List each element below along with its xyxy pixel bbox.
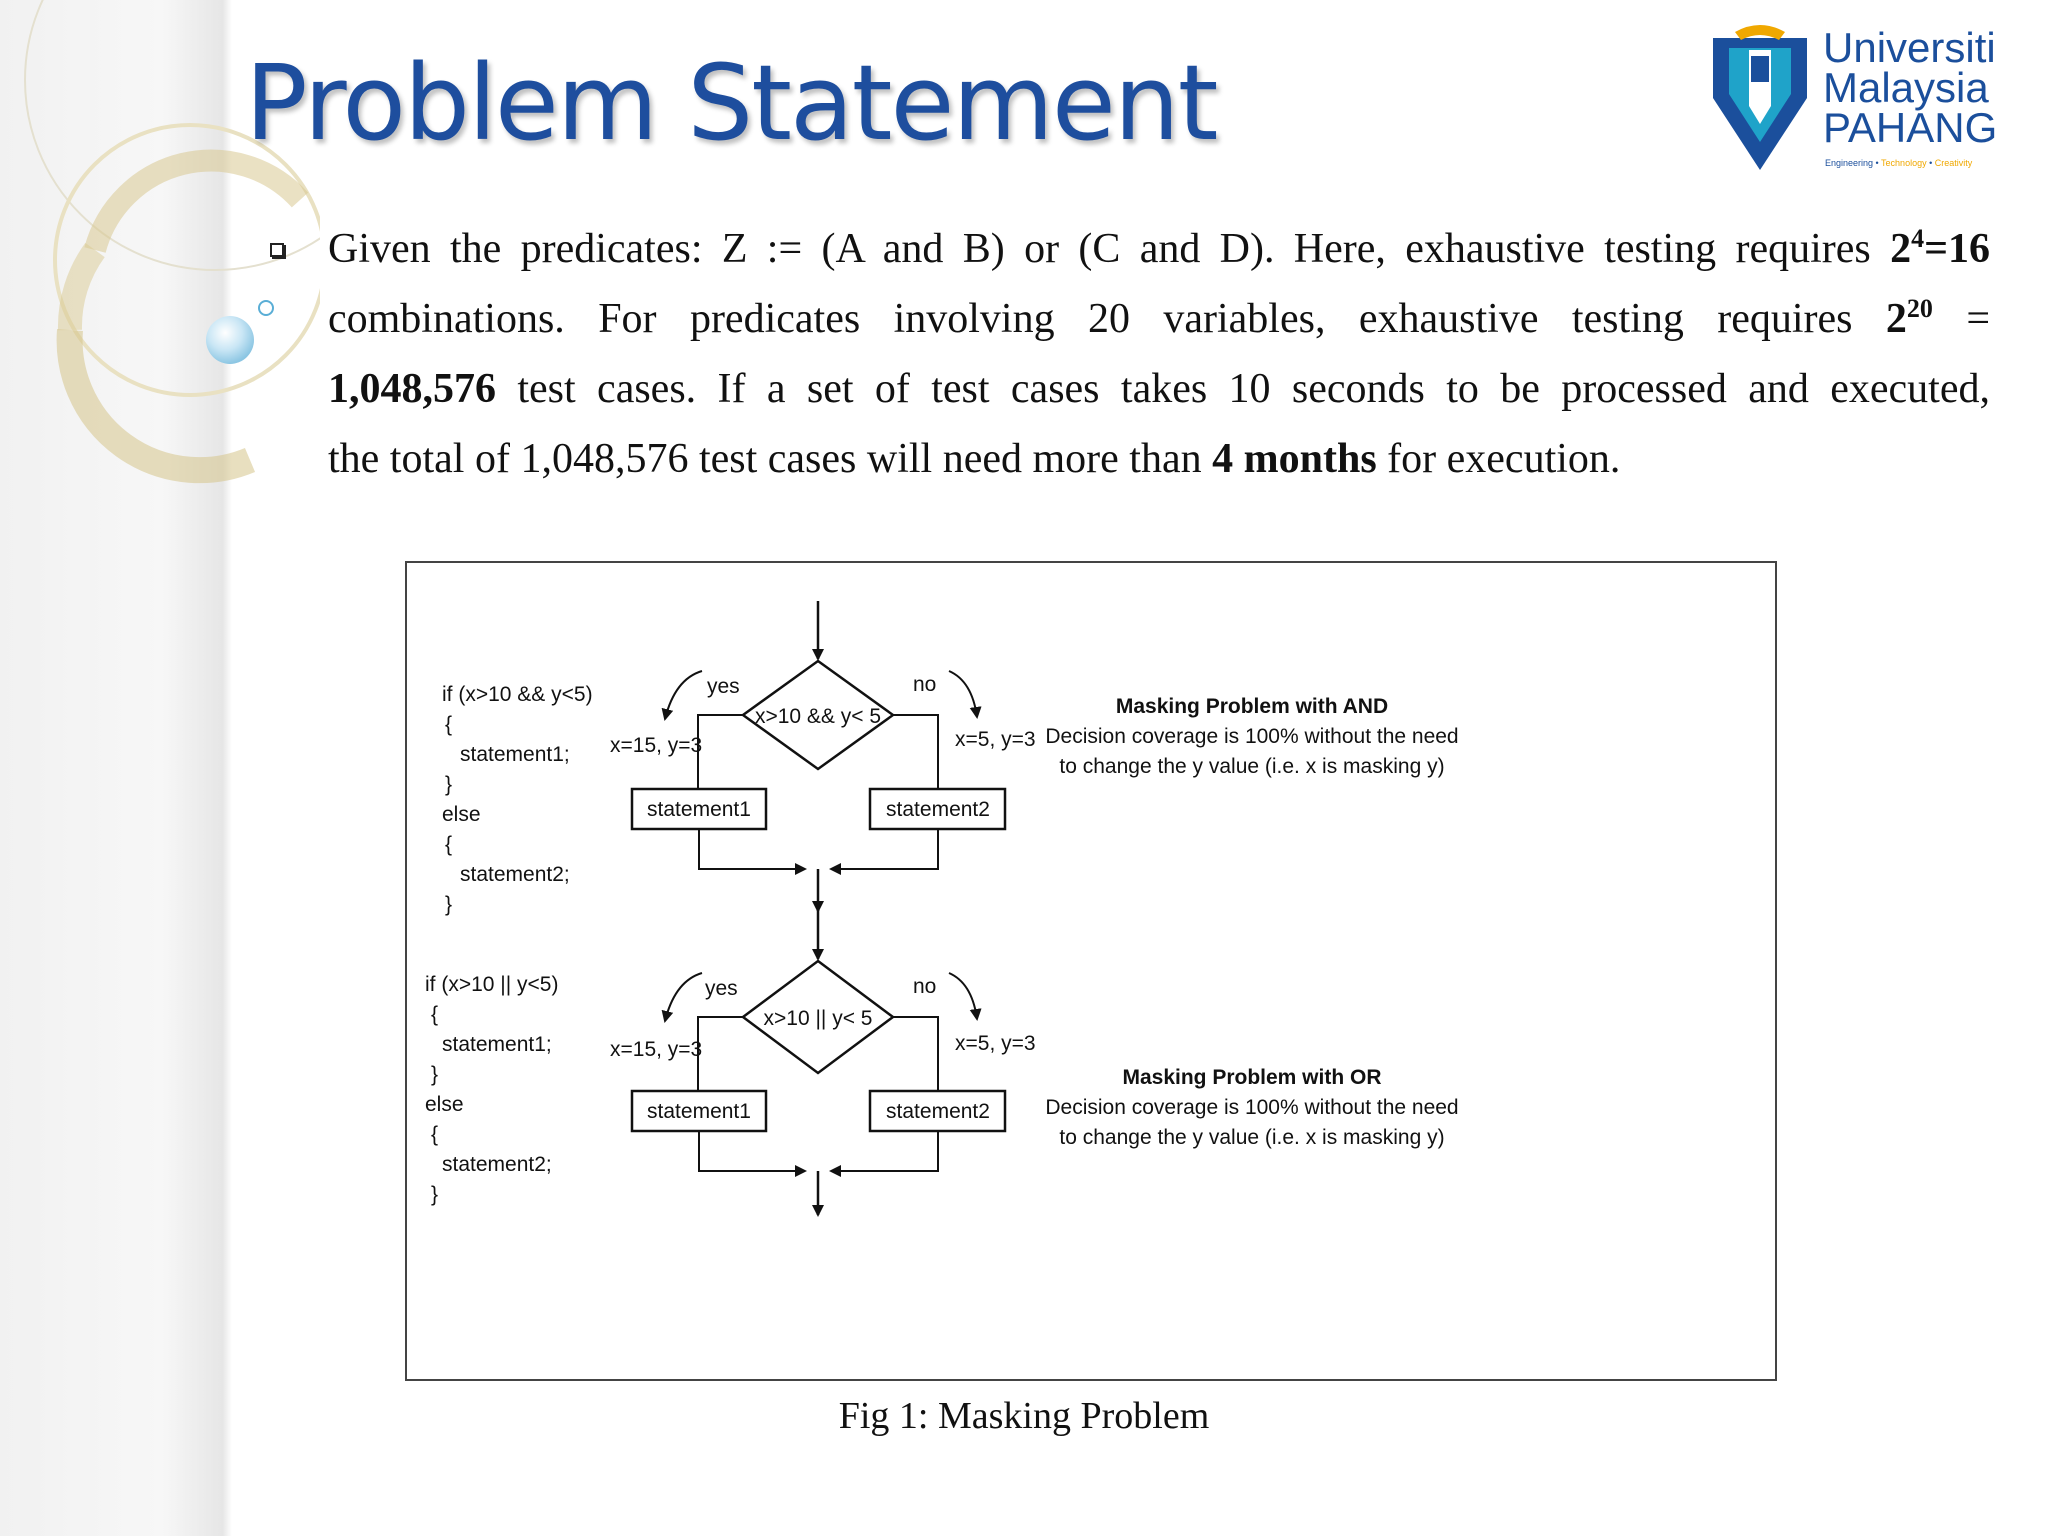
or-decision-label: x>10 || y< 5 xyxy=(764,1007,873,1030)
or-statement1-box xyxy=(630,1089,768,1133)
and-flowchart: if (x>10 && y<5) { statement1; } else { … xyxy=(442,601,1459,916)
and-note-title: Masking Problem with AND xyxy=(1116,695,1388,718)
and-code-snippet: if (x>10 && y<5) { statement1; } else { … xyxy=(442,683,593,916)
and-code-line: { xyxy=(445,833,452,856)
or-statement1-label: statement1 xyxy=(647,1100,751,1123)
or-note-line-1: Decision coverage is 100% without the ne… xyxy=(1045,1096,1458,1119)
left-decor-bar xyxy=(0,0,232,1536)
bubble-large xyxy=(206,316,254,364)
problem-statement-text: Given the predicates: Z := (A and B) or … xyxy=(328,214,1990,494)
or-code-line: if (x>10 || y<5) xyxy=(425,973,558,996)
and-note-line-2: to change the y value (i.e. x is masking… xyxy=(1059,755,1444,778)
tagline-word-3: Creativity xyxy=(1934,158,1973,168)
and-statement1-label: statement1 xyxy=(647,798,751,821)
or-no-label: no xyxy=(913,975,936,998)
logo-tagline: Engineering • Technology • Creativity xyxy=(1825,158,1973,168)
or-code-line: } xyxy=(431,1183,438,1206)
decorative-rings xyxy=(24,0,320,484)
exhaustive-count-large: 220 xyxy=(1885,294,1933,343)
or-code-line: else xyxy=(425,1093,464,1116)
and-no-label: no xyxy=(913,673,936,696)
or-code-line: statement1; xyxy=(442,1033,552,1056)
and-code-line: else xyxy=(442,803,481,826)
or-true-values: x=15, y=3 xyxy=(610,1038,702,1061)
or-decision-diamond xyxy=(740,959,896,1075)
tagline-word-1: Engineering xyxy=(1825,158,1874,168)
or-statement2-label: statement2 xyxy=(886,1100,990,1123)
and-statement2-label: statement2 xyxy=(886,798,990,821)
logo-line-3: PAHANG xyxy=(1823,104,1998,151)
or-code-line: statement2; xyxy=(442,1153,552,1176)
or-code-line: { xyxy=(431,1003,438,1026)
shield-icon xyxy=(1713,25,1807,170)
tagline-word-2: Technology xyxy=(1881,158,1927,168)
logo-wordmark: Universiti Malaysia PAHANG xyxy=(1823,24,1998,151)
and-yes-label: yes xyxy=(707,675,740,698)
university-logo: Universiti Malaysia PAHANG Engineering •… xyxy=(1705,20,2025,180)
or-yes-label: yes xyxy=(705,977,738,1000)
and-false-values: x=5, y=3 xyxy=(955,728,1036,751)
text-line-2: combinations. For predicates involving 2… xyxy=(328,294,1991,343)
or-false-values: x=5, y=3 xyxy=(955,1032,1036,1055)
logo-line-2: Malaysia xyxy=(1823,64,1989,111)
and-statement1-box xyxy=(630,787,768,831)
text-line-4: the total of 1,048,576 test cases will n… xyxy=(328,436,1621,482)
or-code-line: { xyxy=(431,1123,438,1146)
and-decision-label: x>10 && y< 5 xyxy=(755,705,881,728)
bullet-square-icon xyxy=(270,243,284,257)
or-note-line-2: to change the y value (i.e. x is masking… xyxy=(1059,1126,1444,1149)
and-code-line: } xyxy=(445,773,452,796)
bubble-small xyxy=(258,300,274,316)
and-code-line: statement2; xyxy=(460,863,570,886)
and-code-line: { xyxy=(445,713,452,736)
logo-line-1: Universiti xyxy=(1823,24,1996,71)
and-true-values: x=15, y=3 xyxy=(610,734,702,757)
or-code-snippet: if (x>10 || y<5) { statement1; } else { … xyxy=(425,973,558,1206)
and-note-line-1: Decision coverage is 100% without the ne… xyxy=(1045,725,1458,748)
or-flowchart: if (x>10 || y<5) { statement1; } else { … xyxy=(425,901,1459,1217)
and-code-line: if (x>10 && y<5) xyxy=(442,683,593,706)
text-line-1: Given the predicates: Z := (A and B) or … xyxy=(328,224,1990,273)
and-code-line: } xyxy=(445,893,452,916)
duration-highlight: 4 months xyxy=(1212,436,1377,482)
or-note-title: Masking Problem with OR xyxy=(1122,1066,1381,1089)
test-case-count: 1,048,576 xyxy=(328,366,496,412)
and-code-line: statement1; xyxy=(460,743,570,766)
masking-problem-figure: if (x>10 && y<5) { statement1; } else { … xyxy=(405,561,1777,1381)
slide-title: Problem Statement xyxy=(245,42,1219,164)
or-statement2-box xyxy=(868,1089,1007,1133)
and-decision-diamond xyxy=(740,659,896,771)
or-code-line: } xyxy=(431,1063,438,1086)
text-line-3: 1,048,576 test cases. If a set of test c… xyxy=(328,366,1990,412)
figure-caption: Fig 1: Masking Problem xyxy=(838,1395,1210,1437)
exhaustive-count-small: 24=16 xyxy=(1890,224,1990,273)
